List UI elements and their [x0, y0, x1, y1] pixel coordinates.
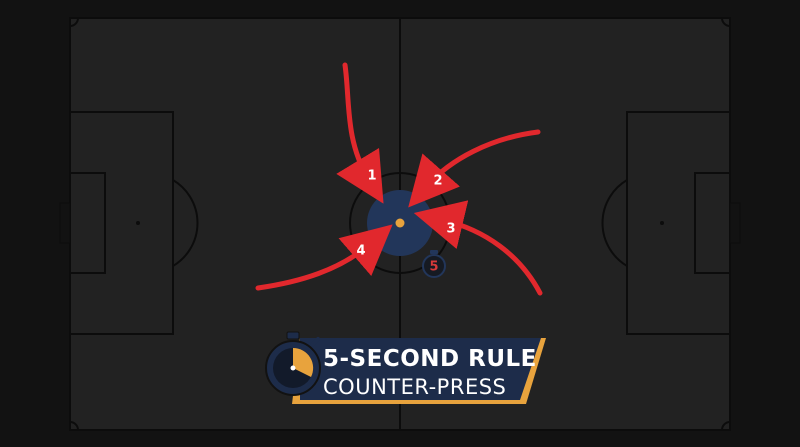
press-arrow-1 [336, 62, 384, 204]
right-goal [729, 202, 741, 244]
timer-badge-label: 5 [429, 260, 438, 275]
arrow-label-3: 3 [446, 222, 455, 237]
press-arrow-4 [255, 224, 393, 291]
arrow-label-2: 2 [433, 174, 442, 189]
stopwatch-icon [265, 331, 321, 396]
left-penalty-arc [172, 179, 199, 267]
right-penalty-arc [601, 179, 628, 267]
title-banner: 5-SECOND RULE COUNTER-PRESS [265, 331, 546, 404]
stopwatch-icon [422, 254, 446, 278]
left-goal [59, 202, 71, 244]
press-arrow-2 [408, 129, 541, 208]
banner-title: 5-SECOND RULE [323, 346, 537, 372]
left-penalty-spot [136, 221, 140, 225]
arrow-label-4: 4 [356, 244, 365, 259]
corner-arc [69, 17, 79, 27]
corner-arc [721, 17, 731, 27]
stopwatch-button-icon [430, 250, 438, 254]
timer-badge: 5 [422, 250, 446, 278]
press-arrows [255, 62, 543, 296]
press-arrow-3 [413, 200, 543, 296]
corner-arc [721, 421, 731, 431]
arrow-label-1: 1 [367, 169, 376, 184]
ball [395, 218, 405, 228]
banner-background [300, 338, 541, 400]
banner-subtitle: COUNTER-PRESS [323, 375, 506, 399]
corner-arc [69, 421, 79, 431]
right-penalty-spot [660, 221, 664, 225]
